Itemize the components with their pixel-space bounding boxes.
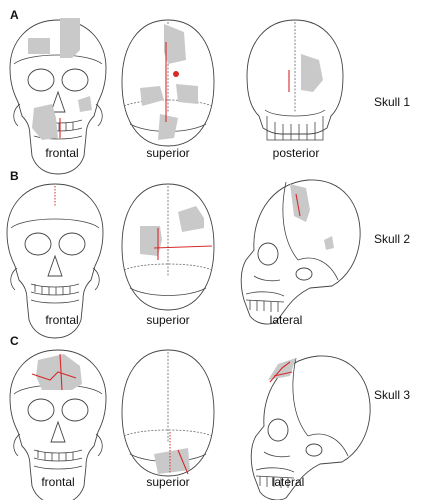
skull1-label: Skull 1 <box>374 95 410 109</box>
panel-letter-b: B <box>10 169 19 183</box>
skull3-lateral-drawing <box>250 355 371 500</box>
skull2-view-label-1: frontal <box>45 313 78 327</box>
skull1-frontal-drawing <box>9 18 107 175</box>
skull2-label: Skull 2 <box>374 232 410 246</box>
skull2-view-label-2: superior <box>146 313 189 327</box>
skull1-view-label-1: frontal <box>45 146 78 160</box>
skull1-view-label-3: posterior <box>273 146 320 160</box>
skull1-view-label-2: superior <box>146 146 189 160</box>
skull3-label: Skull 3 <box>374 388 410 402</box>
skull2-frontal-drawing <box>6 183 104 339</box>
skull3-frontal-drawing <box>9 349 107 500</box>
skull3-view-label-1: frontal <box>41 475 74 489</box>
skull3-view-label-2: superior <box>146 475 189 489</box>
skull2-superior-drawing <box>121 183 215 311</box>
skull1-superior-drawing <box>121 19 215 147</box>
skull2-lateral-drawing <box>240 179 361 325</box>
skull1-posterior-drawing <box>246 19 344 141</box>
impact-point-marker <box>173 71 179 77</box>
panel-letter-c: C <box>10 334 19 348</box>
panel-letter-a: A <box>10 8 19 22</box>
skull3-view-label-3: lateral <box>272 475 305 489</box>
skull3-superior-drawing <box>121 349 215 477</box>
skull2-view-label-3: lateral <box>270 313 303 327</box>
